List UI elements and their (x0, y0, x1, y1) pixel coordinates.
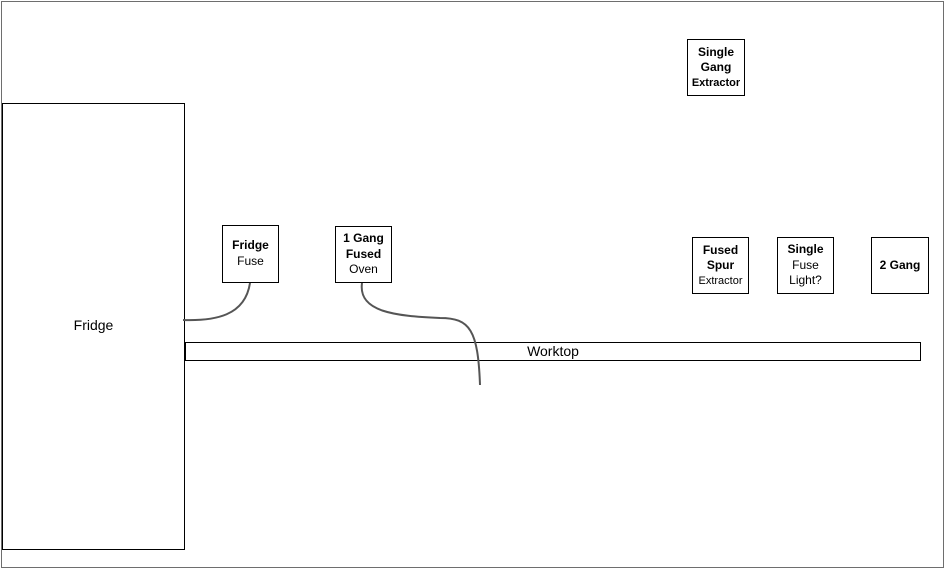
fridge-box: Fridge (2, 103, 185, 550)
fridge-fuse-title: Fridge (232, 238, 269, 253)
fused-spur-line1: Fused (702, 242, 739, 257)
fridge-label: Fridge (73, 317, 114, 334)
oven-socket-line3: Oven (349, 262, 378, 277)
extractor-switch-box: Single Gang Extractor (687, 39, 745, 96)
fridge-fuse-subtitle: Fuse (237, 254, 264, 268)
extractor-switch-line1: Single (697, 44, 734, 59)
oven-socket-line1: 1 Gang (343, 231, 384, 246)
light-fuse-line1: Single (787, 242, 824, 257)
light-fuse-line3: Light? (789, 273, 822, 288)
light-fuse-line2: Fuse (792, 257, 819, 272)
worktop-box: Worktop (185, 342, 921, 361)
fused-spur-line2: Spur (706, 258, 735, 273)
oven-socket-box: 1 Gang Fused Oven (335, 226, 392, 283)
oven-socket-line2: Fused (345, 246, 382, 261)
light-fuse-box: Single Fuse Light? (777, 237, 834, 294)
extractor-switch-line3: Extractor (691, 76, 741, 89)
fused-spur-line3: Extractor (698, 274, 743, 287)
extractor-switch-line2: Gang (700, 60, 732, 75)
fused-spur-box: Fused Spur Extractor (692, 237, 749, 294)
two-gang-label: 2 Gang (879, 257, 921, 272)
worktop-label: Worktop (527, 343, 579, 360)
fridge-fuse-box: Fridge Fuse (222, 225, 279, 283)
two-gang-socket-box: 2 Gang (871, 237, 929, 294)
